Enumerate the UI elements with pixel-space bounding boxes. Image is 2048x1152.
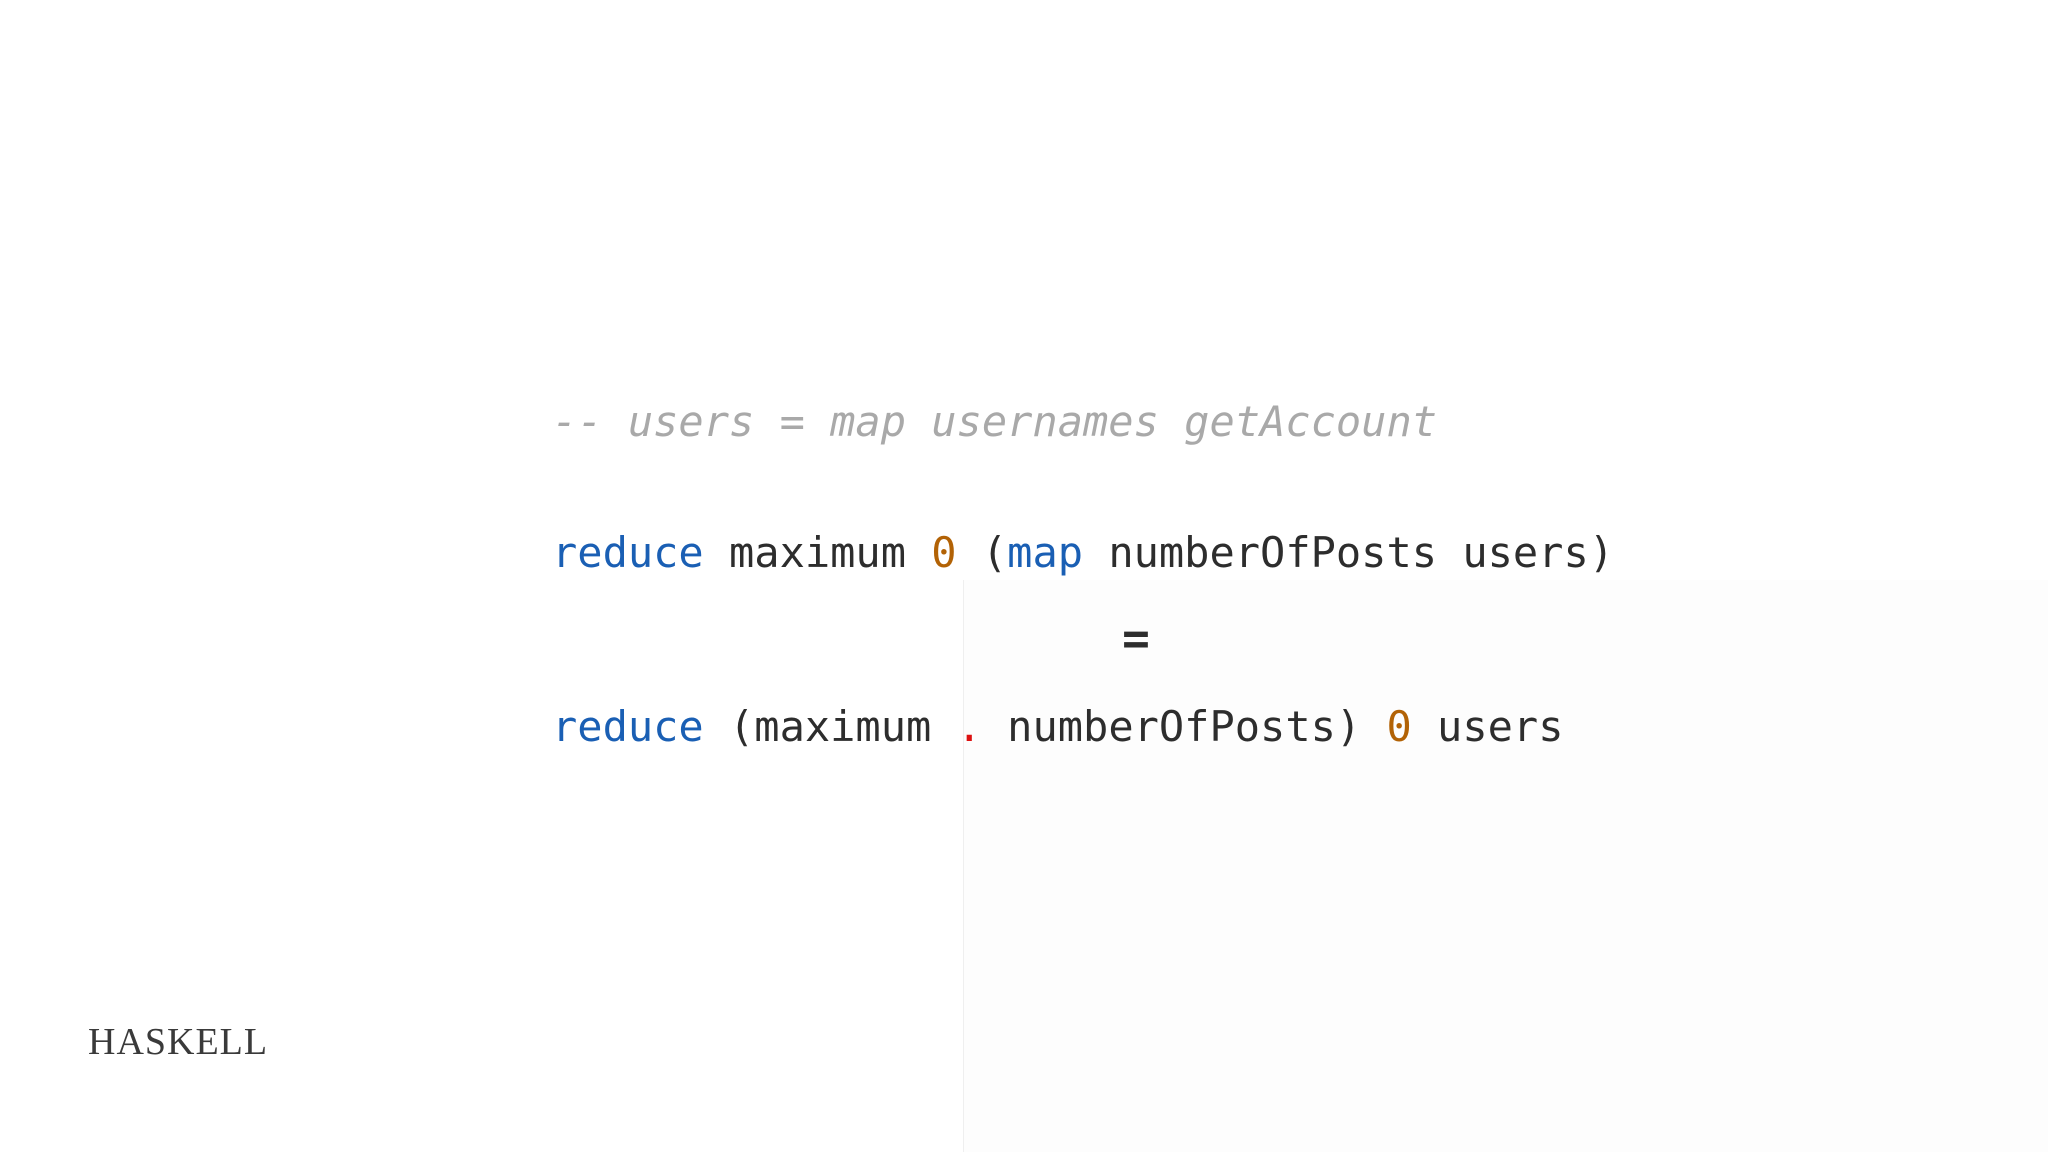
code-token-keyword: reduce [552, 528, 704, 577]
code-token-plain: maximum [703, 528, 932, 577]
code-token-operator: . [956, 702, 982, 751]
equals-sign: = [1122, 611, 1150, 665]
code-token-plain: (maximum [703, 702, 957, 751]
code-token-plain: ( [956, 528, 1008, 577]
code-token-keyword: reduce [552, 702, 704, 751]
code-line-1: reduce maximum 0 (map numberOfPosts user… [552, 527, 1614, 579]
code-token-number: 0 [931, 528, 957, 577]
code-token-plain: numberOfPosts users) [1083, 528, 1615, 577]
code-token-plain: numberOfPosts) [981, 702, 1387, 751]
comment-line: -- users = map usernames getAccount [552, 397, 1438, 446]
background-right-panel [963, 580, 2048, 1152]
code-token-number: 0 [1386, 702, 1412, 751]
language-label: HASKELL [88, 1021, 269, 1063]
code-line-2: reduce (maximum . numberOfPosts) 0 users [552, 701, 1563, 753]
code-token-keyword: map [1007, 528, 1084, 577]
code-token-plain: users [1411, 702, 1564, 751]
